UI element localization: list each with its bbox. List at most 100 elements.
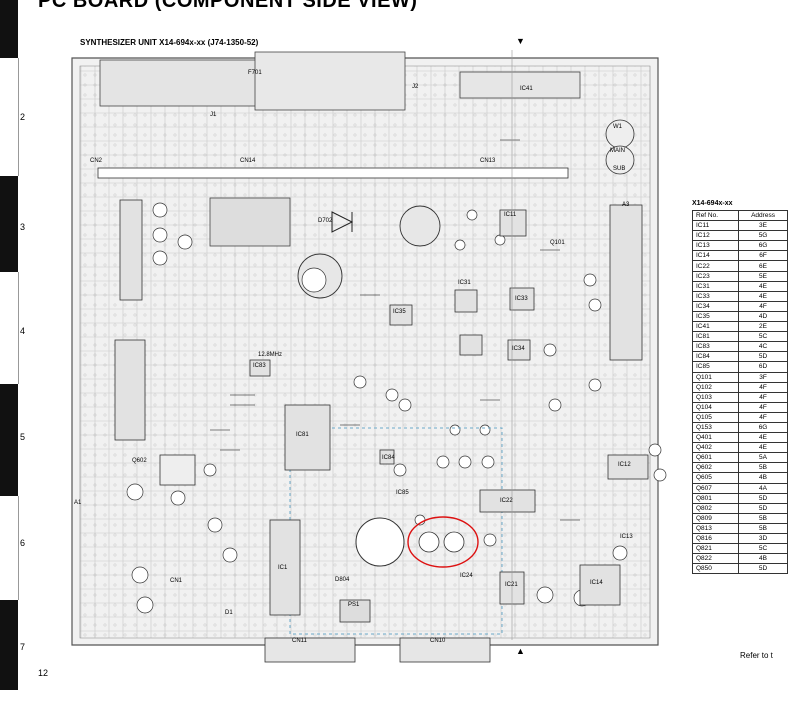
label-cn10: CN10 — [430, 638, 446, 644]
ruler-number-5: 5 — [20, 432, 26, 442]
address-cell: 5D — [738, 351, 788, 363]
label-q602: Q602 — [132, 458, 147, 464]
label-ic12: IC12 — [618, 462, 631, 468]
address-cell: 5C — [738, 331, 788, 343]
ref-number-cell: IC81 — [691, 331, 740, 343]
address-cell: 5A — [738, 452, 788, 464]
ref-number-cell: IC34 — [691, 300, 740, 312]
label-ic31: IC31 — [458, 280, 471, 286]
edge-ruler — [0, 0, 19, 690]
top-marker-icon: ▼ — [516, 36, 525, 46]
address-cell: 4E — [738, 290, 788, 302]
address-cell: 4B — [738, 472, 788, 484]
ref-number-cell: Q602 — [691, 462, 740, 474]
ref-number-cell: IC84 — [691, 351, 740, 363]
column-header-address: Address — [738, 209, 788, 222]
column-header-ref: Ref No. — [691, 209, 740, 222]
ref-number-cell: IC14 — [691, 250, 740, 262]
address-cell: 4F — [738, 411, 788, 423]
address-cell: 4C — [738, 341, 788, 353]
address-cell: 6G — [738, 421, 788, 434]
label-cn14: CN14 — [240, 158, 256, 164]
address-cell: 5G — [738, 230, 788, 242]
address-cell: 4E — [738, 432, 788, 444]
address-cell: 6D — [738, 361, 788, 373]
label-ic22: IC22 — [500, 498, 513, 504]
label-ic34: IC34 — [512, 346, 525, 352]
ref-number-cell: Q802 — [691, 502, 740, 514]
address-cell: 5B — [738, 462, 788, 474]
label-j2: J2 — [412, 84, 419, 90]
label-ic41: IC41 — [520, 86, 533, 92]
ref-number-cell: Q821 — [691, 543, 740, 555]
ref-number-cell: Q104 — [691, 401, 740, 413]
bottom-marker-icon: ▲ — [516, 646, 525, 656]
ref-number-cell: Q105 — [691, 411, 740, 423]
address-cell: 3F — [738, 371, 788, 383]
address-cell: 4F — [738, 391, 788, 403]
label-main: MAIN — [610, 148, 625, 154]
ref-number-cell: IC12 — [691, 230, 740, 242]
ruler-number-3: 3 — [20, 222, 26, 232]
label-ic11: IC11 — [504, 212, 517, 218]
address-cell: 4D — [738, 310, 788, 323]
label-ic84: IC84 — [382, 455, 395, 461]
address-cell: 4F — [738, 401, 788, 413]
label-cn1: CN1 — [170, 578, 183, 584]
ref-number-cell: IC85 — [691, 361, 740, 373]
label-ic81: IC81 — [296, 432, 309, 438]
label-ic35: IC35 — [393, 309, 406, 315]
page-title: PC BOARD (COMPONENT SIDE VIEW) — [38, 0, 418, 12]
label-a3: A3 — [622, 202, 630, 208]
ref-number-cell: Q153 — [691, 421, 740, 434]
ruler-number-2: 2 — [20, 112, 26, 122]
ref-number-cell: Q816 — [691, 532, 740, 545]
address-cell: 5E — [738, 270, 788, 282]
address-cell: 3E — [738, 220, 788, 232]
ref-number-cell: Q809 — [691, 512, 740, 524]
ref-number-cell: IC13 — [691, 240, 740, 252]
address-cell: 4F — [738, 381, 788, 393]
reference-model-label: X14-694x-xx — [692, 200, 733, 207]
address-cell: 4E — [738, 280, 788, 292]
ruler-number-7: 7 — [20, 642, 26, 652]
address-cell: 6E — [738, 260, 788, 272]
label-cn11: CN11 — [292, 638, 307, 644]
label-ic1: IC1 — [278, 565, 288, 571]
label-x1: 12.8MHz — [258, 352, 283, 358]
ref-number-cell: Q102 — [691, 381, 740, 393]
label-sub: SUB — [613, 166, 626, 172]
ref-number-cell: IC33 — [691, 290, 740, 302]
label-w1: W1 — [613, 124, 622, 130]
address-cell: 5C — [738, 543, 788, 555]
ref-number-cell: Q402 — [691, 442, 740, 454]
address-cell: 4B — [738, 553, 788, 565]
ref-number-cell: Q601 — [691, 452, 740, 464]
label-ic33: IC33 — [515, 296, 528, 302]
board-label-layer: CN2 CN14 CN13 J1 J2 F701 IC41 W1 MAIN SU… — [60, 50, 670, 670]
address-cell: 4A — [738, 482, 788, 494]
